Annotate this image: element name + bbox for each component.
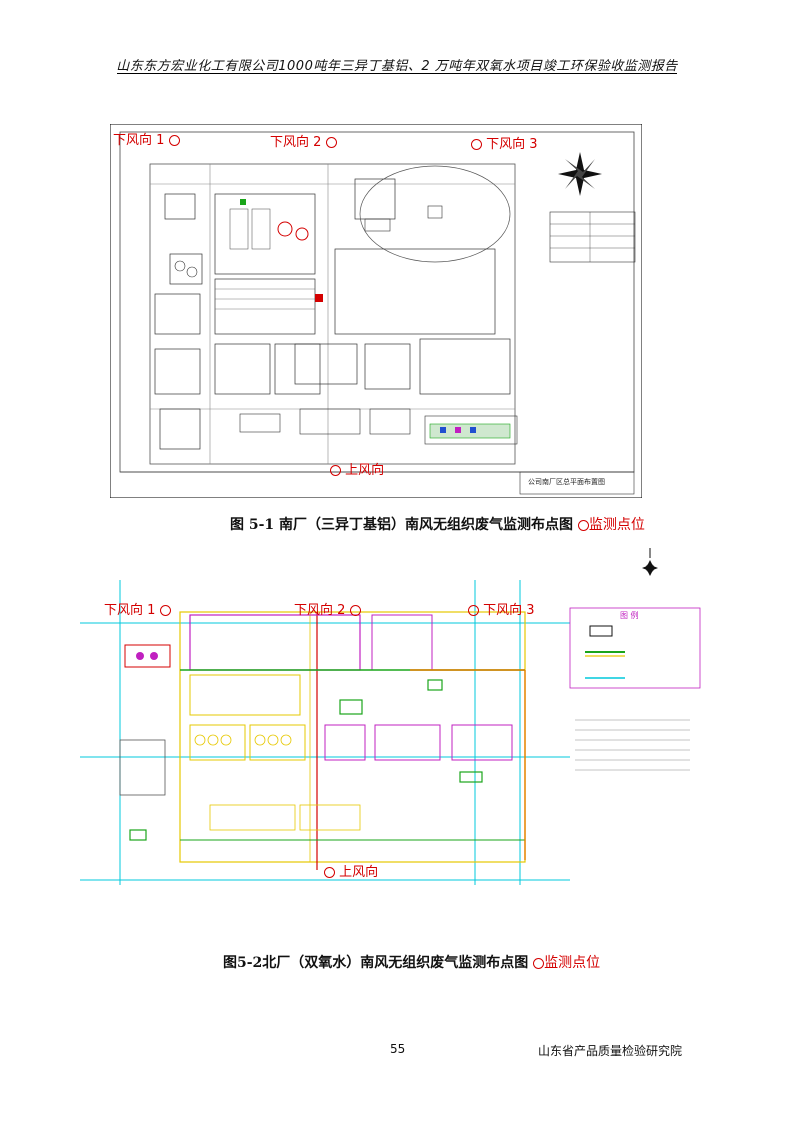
north-plant-layout-drawing: 图 例 [80, 548, 701, 885]
figure-5-1-caption-text: 图 5-1 南厂（三异丁基铝）南风无组织废气监测布点图 [230, 517, 574, 533]
monitoring-point-circle-icon [324, 867, 335, 878]
south-downwind-3-label: 下风向 3 [486, 137, 538, 152]
south-downwind-1-marker: 下风向 1 [113, 134, 180, 148]
monitoring-point-circle-icon [325, 137, 337, 148]
north-downwind-2-marker: 下风向 2 [294, 604, 361, 618]
north-downwind-1-label: 下风向 1 [104, 603, 156, 618]
north-downwind-1-marker: 下风向 1 [104, 604, 171, 618]
monitoring-point-circle-icon [330, 465, 341, 476]
legend-title: 图 例 [620, 610, 639, 620]
south-downwind-2-marker: 下风向 2 [270, 136, 337, 150]
monitoring-point-circle-icon [577, 519, 589, 531]
figure-5-2-caption: 图5-2北厂（双氧水）南风无组织废气监测布点图 监测点位 [223, 952, 600, 972]
header-rule [117, 73, 677, 74]
south-title-block-text: 公司南厂区总平面布置图 [528, 477, 605, 486]
monitoring-point-circle-icon [168, 135, 180, 146]
north-downwind-3-label: 下风向 3 [483, 603, 535, 618]
monitoring-point-circle-icon [468, 605, 479, 616]
institute-name: 山东省产品质量检验研究院 [538, 1044, 683, 1058]
north-downwind-2-label: 下风向 2 [294, 603, 346, 618]
report-header: 山东东方宏业化工有限公司1000吨年三异丁基铝、2 万吨年双氧水项目竣工环保验收… [116, 59, 678, 74]
figure-5-2-caption-text: 图5-2北厂（双氧水）南风无组织废气监测布点图 [223, 955, 529, 971]
north-downwind-3-marker: 下风向 3 [468, 604, 535, 618]
figure-5-1-caption: 图 5-1 南厂（三异丁基铝）南风无组织废气监测布点图 监测点位 [230, 514, 645, 534]
south-upwind-marker: 上风向 [330, 464, 384, 478]
monitoring-point-circle-icon [159, 605, 171, 616]
north-upwind-label: 上风向 [339, 865, 379, 880]
figure-5-2-point-label: 监测点位 [544, 955, 601, 971]
monitoring-point-circle-icon [533, 957, 545, 969]
south-plant-layout-drawing: 公司南厂区总平面布置图 [110, 124, 642, 498]
south-upwind-label: 上风向 [345, 463, 385, 478]
north-upwind-marker: 上风向 [324, 866, 378, 880]
monitoring-point-circle-icon [471, 139, 482, 150]
monitoring-point-circle-icon [349, 605, 361, 616]
figure-5-1-point-label: 监测点位 [588, 517, 645, 533]
page-number: 55 [390, 1042, 406, 1056]
south-downwind-2-label: 下风向 2 [270, 135, 322, 150]
south-downwind-3-marker: 下风向 3 [471, 138, 538, 152]
south-downwind-1-label: 下风向 1 [113, 133, 165, 148]
